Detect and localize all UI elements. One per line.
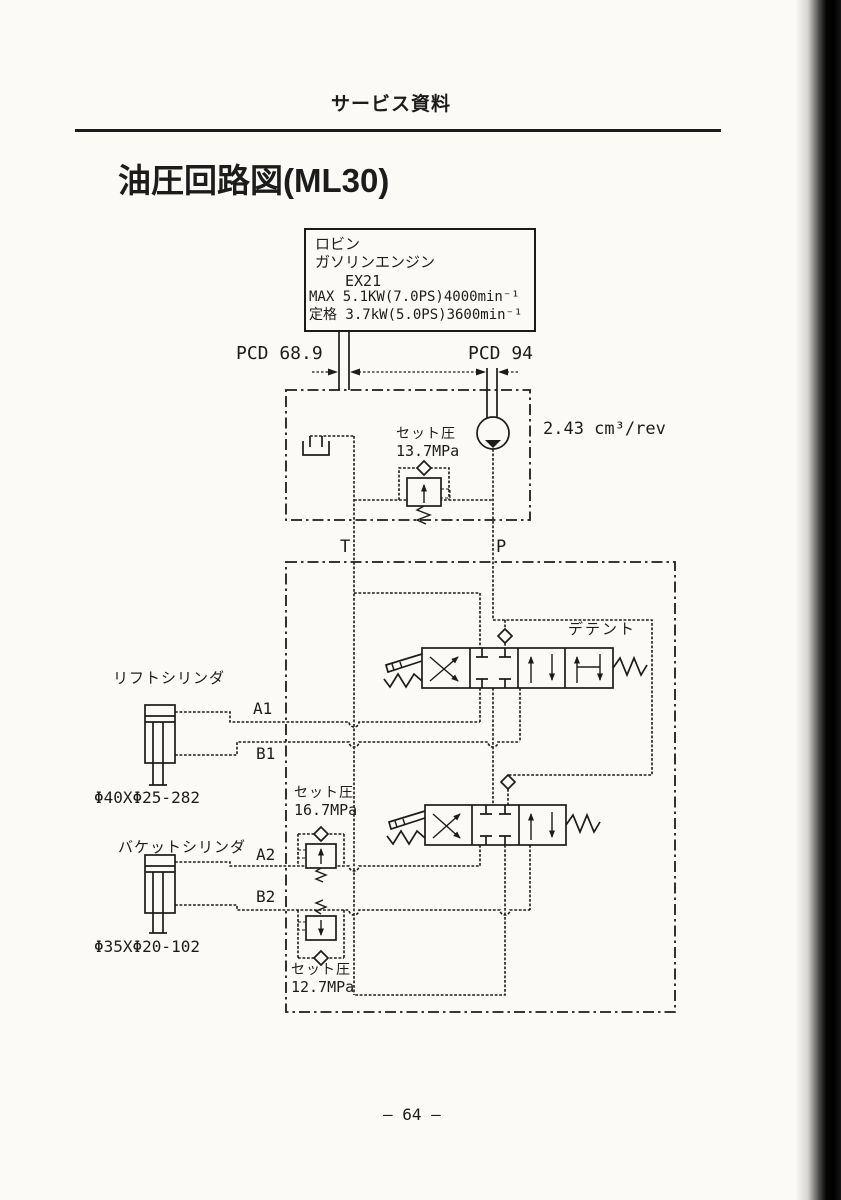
relief-a2-pressure: 16.7MPa xyxy=(294,801,358,819)
pump-box-boundary xyxy=(285,389,531,521)
detent-label: デテント xyxy=(568,621,637,638)
pump-displacement-label: 2.43 cm³/rev xyxy=(543,419,666,439)
lift-cylinder-spec-label: Φ40XΦ25-282 xyxy=(94,788,200,807)
engine-box-frame xyxy=(304,228,536,332)
relief-valve-16-7 xyxy=(297,825,345,883)
relief-b2-caption: セット圧 xyxy=(291,961,351,977)
relief-valve-12-7 xyxy=(297,899,345,967)
header-rule xyxy=(75,129,721,132)
bucket-cylinder-symbol xyxy=(144,854,176,934)
lift-valve-symbol xyxy=(383,647,648,689)
port-b2-label: B2 xyxy=(256,887,276,906)
pump-relief-pressure: 13.7MPa xyxy=(396,442,460,460)
port-p-label: P xyxy=(496,537,507,557)
header-text: サービス資料 xyxy=(331,94,452,115)
pump-relief-caption: セット圧 xyxy=(396,425,456,441)
check-valve-icons xyxy=(496,627,517,791)
pcd-left-label: PCD 68.9 xyxy=(236,343,323,364)
port-t-label: T xyxy=(340,537,351,557)
port-a1-label: A1 xyxy=(253,699,273,718)
bucket-valve-symbol xyxy=(386,804,601,846)
lift-cylinder-label: リフトシリンダ xyxy=(113,670,226,687)
bucket-cylinder-label: バケットシリンダ xyxy=(118,839,247,856)
engine-model-label: EX21 xyxy=(345,272,382,290)
page-number: – 64 – xyxy=(383,1105,441,1124)
pcd-right-label: PCD 94 xyxy=(468,343,534,364)
engine-type-label: ガソリンエンジン xyxy=(315,254,436,271)
strainer-icon xyxy=(302,435,354,456)
page-title: 油圧回路図(ML30) xyxy=(118,162,390,199)
valve-block-boundary xyxy=(285,561,676,1013)
relief-valve-13-7 xyxy=(398,459,451,525)
port-a2-label: A2 xyxy=(256,845,276,864)
lift-cylinder-symbol xyxy=(144,704,176,786)
relief-b2-pressure: 12.7MPa xyxy=(291,978,355,996)
pump-icon xyxy=(476,416,510,450)
bucket-cylinder-spec-label: Φ35XΦ20-102 xyxy=(94,937,200,956)
engine-rated-power-label: 定格 3.7kW(5.0PS)3600min⁻¹ xyxy=(309,307,523,323)
pulley-dimension-line xyxy=(312,368,520,376)
engine-maker-label: ロビン xyxy=(315,236,361,253)
engine-max-power-label: MAX 5.1KW(7.0PS)4000min⁻¹ xyxy=(309,289,520,305)
circuit-linework xyxy=(144,228,676,1013)
binding-edge xyxy=(795,0,841,1200)
circuit-lines xyxy=(175,592,653,996)
port-b1-label: B1 xyxy=(256,744,276,763)
engine-shaft-lines xyxy=(338,331,498,418)
relief-a2-caption: セット圧 xyxy=(294,784,354,800)
